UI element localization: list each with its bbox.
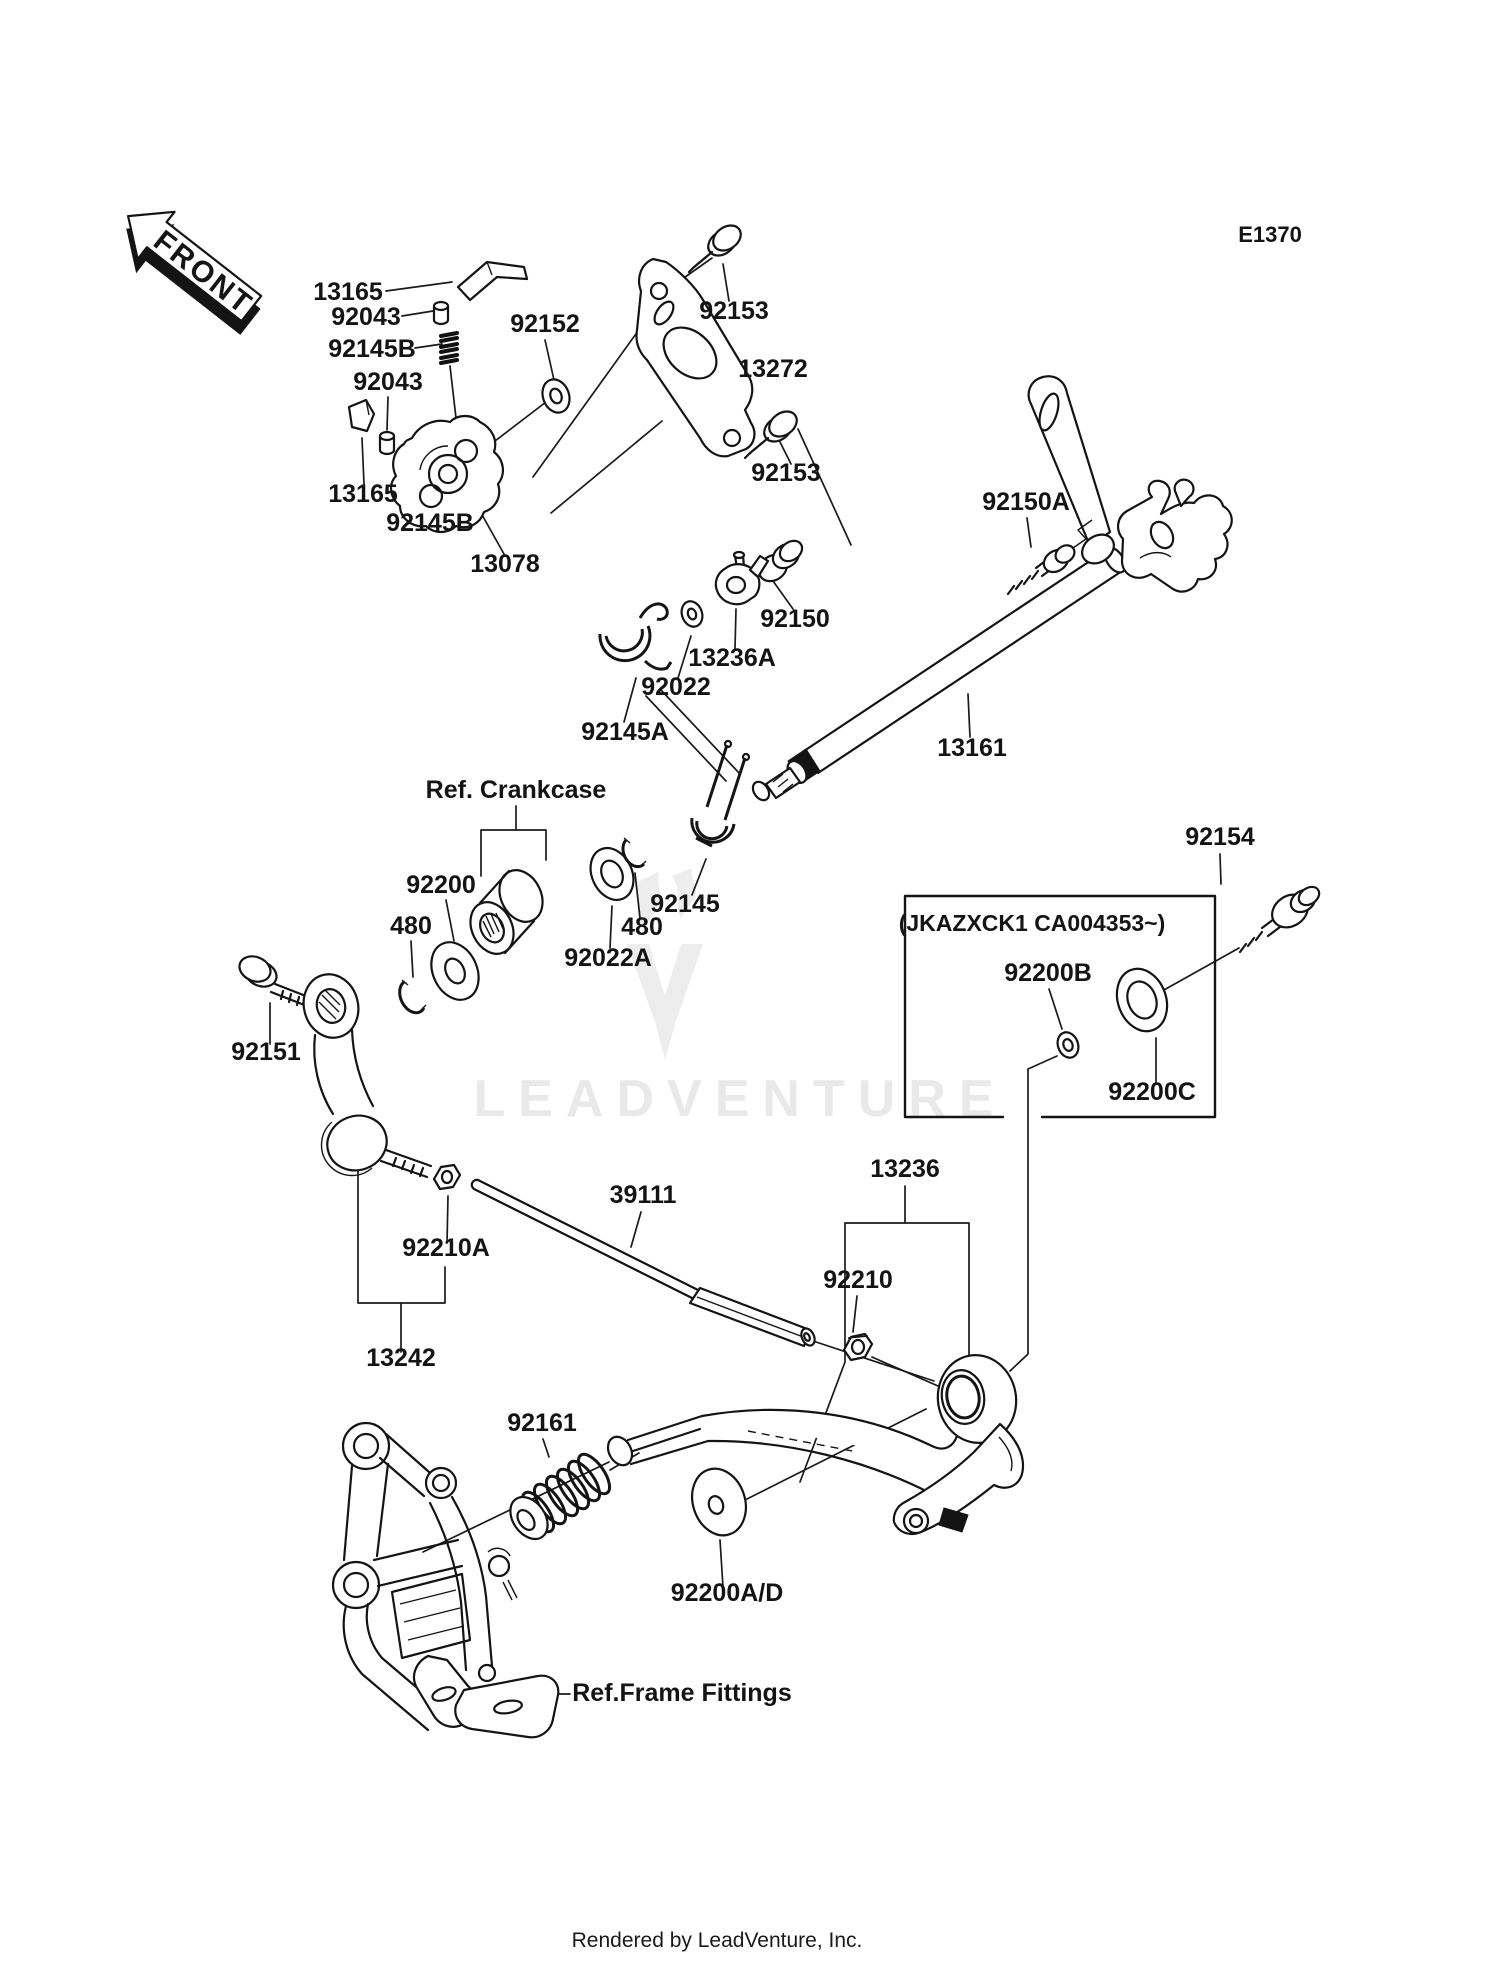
part-13165-clip-top [456, 260, 529, 302]
label-92145B-top: 92145B [328, 335, 416, 363]
label-480-right: 480 [621, 913, 663, 941]
watermark-text: LEADVENTURE [473, 1070, 1006, 1128]
part-13161-shift-shaft [751, 375, 1233, 802]
label-13161: 13161 [937, 734, 1007, 762]
part-92200AD-washer [691, 1467, 747, 1537]
part-labels: 13165 92043 92145B 92043 13165 92145B 13… [231, 278, 1255, 1707]
label-92152: 92152 [510, 310, 580, 338]
part-92200C-washer [1115, 967, 1169, 1033]
part-crankcase-bearing [469, 869, 544, 955]
label-13165-top: 13165 [313, 278, 383, 306]
part-92145B-spring-top [439, 331, 459, 365]
label-92153-bottom: 92153 [751, 459, 821, 487]
label-92043-bottom: 92043 [353, 368, 423, 396]
part-92200B-washer [1056, 1031, 1080, 1059]
label-92150: 92150 [760, 605, 830, 633]
part-39111-rod [470, 1178, 816, 1348]
part-92145A-spring [598, 602, 673, 671]
label-92210: 92210 [823, 1266, 893, 1294]
label-variant-note: (JKAZXCK1 CA004353~) [899, 910, 1166, 936]
part-92151-bolt [238, 955, 313, 1010]
label-92043-top: 92043 [331, 303, 401, 331]
part-92043-pin-top [432, 300, 450, 326]
label-92151: 92151 [231, 1038, 301, 1066]
part-13236-pedal [606, 1354, 1025, 1536]
part-92200-washer [430, 941, 480, 1001]
label-92150A: 92150A [982, 488, 1070, 516]
label-13242: 13242 [366, 1344, 436, 1372]
part-92153-screw-top [687, 224, 742, 274]
leader-lines [269, 257, 1240, 1695]
part-92152-washer [541, 378, 571, 414]
label-92210A: 92210A [402, 1234, 490, 1262]
front-direction-arrow: FRONT [126, 210, 263, 335]
label-92200C: 92200C [1108, 1078, 1196, 1106]
part-13242-lever [302, 973, 433, 1179]
label-92153-top: 92153 [699, 297, 769, 325]
label-13165-bottom: 13165 [328, 480, 398, 508]
label-92200: 92200 [406, 871, 476, 899]
part-92154-bolt [1238, 885, 1321, 954]
label-92200B: 92200B [1004, 959, 1092, 987]
label-ref-crankcase: Ref. Crankcase [426, 776, 607, 804]
label-92154: 92154 [1185, 823, 1255, 851]
part-13272-plate [635, 257, 756, 458]
label-39111: 39111 [610, 1181, 677, 1209]
variant-box [903, 894, 1217, 1119]
label-92161: 92161 [507, 1409, 577, 1437]
part-92210-nut [842, 1332, 874, 1362]
part-13165-clip-bottom [347, 398, 376, 433]
label-92200AD: 92200A/D [671, 1579, 784, 1607]
label-92022A: 92022A [564, 944, 652, 972]
label-ref-frame-fittings: Ref.Frame Fittings [572, 1679, 791, 1707]
part-480-snap-ring-right [621, 837, 647, 869]
label-92145A: 92145A [581, 718, 669, 746]
part-92161-spring [509, 1452, 612, 1541]
part-92153-screw-bottom [743, 410, 798, 460]
footer-credit: Rendered by LeadVenture, Inc. [572, 1929, 863, 1952]
label-13078: 13078 [470, 550, 540, 578]
part-13078-shift-cam [390, 414, 504, 534]
part-92150-bolt [737, 539, 804, 599]
part-92150A-bolt [1006, 519, 1093, 596]
page-code: E1370 [1238, 222, 1302, 247]
part-92043-pin-bottom [378, 430, 396, 456]
part-92022A-washer [589, 847, 635, 901]
label-92022: 92022 [641, 673, 711, 701]
label-92145B-bottom: 92145B [386, 509, 474, 537]
label-92145: 92145 [650, 890, 720, 918]
part-92210A-nut [432, 1163, 462, 1191]
label-480-left: 480 [390, 912, 432, 940]
part-92022-washer [680, 600, 704, 628]
label-13236A: 13236A [688, 644, 776, 672]
label-13236: 13236 [870, 1155, 940, 1183]
part-frame-fitting-bracket [331, 1421, 560, 1739]
part-13236A-lever [714, 550, 770, 606]
part-92145-spring [690, 739, 751, 848]
label-13272: 13272 [738, 355, 808, 383]
part-480-snap-ring-left [398, 979, 427, 1015]
